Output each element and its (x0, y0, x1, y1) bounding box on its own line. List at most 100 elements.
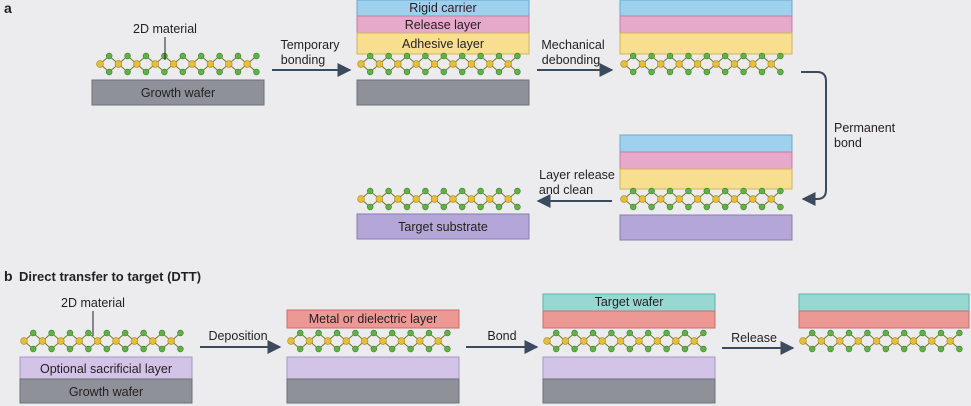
chalcogen-atom (385, 68, 392, 76)
b-sacrificial-layer-label: Optional sacrificial layer (40, 362, 172, 376)
chalcogen-atom (121, 345, 129, 353)
chalcogen-atom (919, 345, 926, 353)
chalcogen-atom (608, 329, 615, 337)
chalcogen-atom (440, 203, 447, 211)
chalcogen-atom (297, 345, 304, 353)
chalcogen-atom (253, 52, 260, 60)
metal-atom (672, 337, 680, 345)
chalcogen-atom (198, 52, 205, 60)
a-2d-material-3 (620, 52, 784, 76)
metal-atom (360, 337, 369, 345)
metal-atom (114, 60, 123, 68)
metal-atom (712, 60, 720, 68)
chalcogen-atom (681, 345, 689, 353)
chalcogen-atom (703, 203, 710, 211)
b-sacrificial-layer-2 (286, 356, 460, 380)
lattice-bond (546, 332, 704, 350)
b-metal-layer-label: Metal or dielectric layer (309, 312, 438, 326)
a-growth-wafer-2 (356, 79, 530, 106)
chalcogen-atom (234, 68, 242, 76)
chalcogen-atom (644, 345, 652, 353)
metal-atom (580, 337, 588, 345)
chalcogen-atom (740, 187, 747, 195)
lattice-bond (99, 55, 257, 73)
chalcogen-atom (900, 345, 908, 353)
chalcogen-atom (685, 203, 692, 211)
chalcogen-atom (425, 329, 433, 337)
chalcogen-atom (389, 329, 396, 337)
metal-atom (486, 60, 494, 68)
metal-atom (133, 60, 141, 68)
metal-atom (130, 337, 139, 345)
a-release-layer-3 (619, 15, 793, 34)
chalcogen-atom (956, 345, 963, 353)
chalcogen-atom (882, 345, 889, 353)
b-growth-wafer-3 (542, 378, 716, 404)
chalcogen-atom (85, 345, 92, 353)
metal-atom (397, 337, 406, 345)
chalcogen-atom (648, 203, 655, 211)
metal-atom (169, 60, 178, 68)
b-target-wafer-label: Target wafer (595, 295, 664, 309)
chalcogen-atom (158, 329, 166, 337)
metal-atom (394, 60, 402, 68)
chalcogen-atom (777, 203, 784, 211)
b-growth-wafer-2 (286, 378, 460, 404)
chalcogen-atom (403, 187, 411, 195)
metal-atom (449, 60, 457, 68)
chalcogen-atom (216, 68, 223, 76)
chalcogen-atom (459, 187, 466, 195)
b-material-label: 2D material (61, 296, 125, 310)
chalcogen-atom (367, 68, 374, 76)
chalcogen-atom (864, 329, 871, 337)
metal-atom (38, 337, 47, 345)
chalcogen-atom (333, 329, 341, 337)
metal-atom (305, 337, 314, 345)
a-step-temporary-1: Temporary (280, 38, 340, 52)
chalcogen-atom (352, 345, 359, 353)
chalcogen-atom (103, 329, 111, 337)
metal-atom (817, 337, 826, 345)
chalcogen-atom (514, 52, 521, 60)
chalcogen-atom (845, 345, 853, 353)
chalcogen-atom (367, 52, 374, 60)
metal-atom (891, 337, 899, 345)
a-adhesive-layer-label: Adhesive layer (402, 37, 484, 51)
a-step-mechanical-1: Mechanical (541, 38, 604, 52)
chalcogen-atom (703, 52, 710, 60)
chalcogen-atom (105, 52, 113, 60)
chalcogen-atom (253, 68, 260, 76)
chalcogen-atom (444, 345, 451, 353)
a-adhesive-layer-3 (619, 32, 793, 55)
chalcogen-atom (234, 52, 242, 60)
chalcogen-atom (367, 187, 374, 195)
chalcogen-atom (440, 68, 447, 76)
chalcogen-atom (777, 68, 784, 76)
chalcogen-atom (721, 187, 729, 195)
metal-atom (167, 337, 175, 345)
metal-atom (504, 195, 512, 203)
chalcogen-atom (552, 345, 560, 353)
chalcogen-atom (608, 345, 615, 353)
chalcogen-atom (477, 187, 484, 195)
a-stack-growth: Growth wafer 2D material (91, 22, 265, 106)
chalcogen-atom (740, 203, 747, 211)
metal-atom (946, 337, 954, 345)
chalcogen-atom (721, 68, 729, 76)
metal-atom (149, 337, 157, 345)
chalcogen-atom (179, 68, 187, 76)
chalcogen-atom (758, 203, 766, 211)
metal-atom (342, 337, 350, 345)
metal-atom (357, 60, 365, 68)
chalcogen-atom (459, 203, 466, 211)
metal-atom (467, 195, 476, 203)
chalcogen-atom (703, 187, 710, 195)
chalcogen-atom (758, 187, 766, 195)
metal-atom (57, 337, 65, 345)
metal-atom (657, 60, 665, 68)
a-step-layer-release-2: and clean (539, 183, 593, 197)
chalcogen-atom (721, 203, 729, 211)
chalcogen-atom (216, 52, 223, 60)
chalcogen-atom (864, 345, 871, 353)
metal-atom (394, 195, 402, 203)
